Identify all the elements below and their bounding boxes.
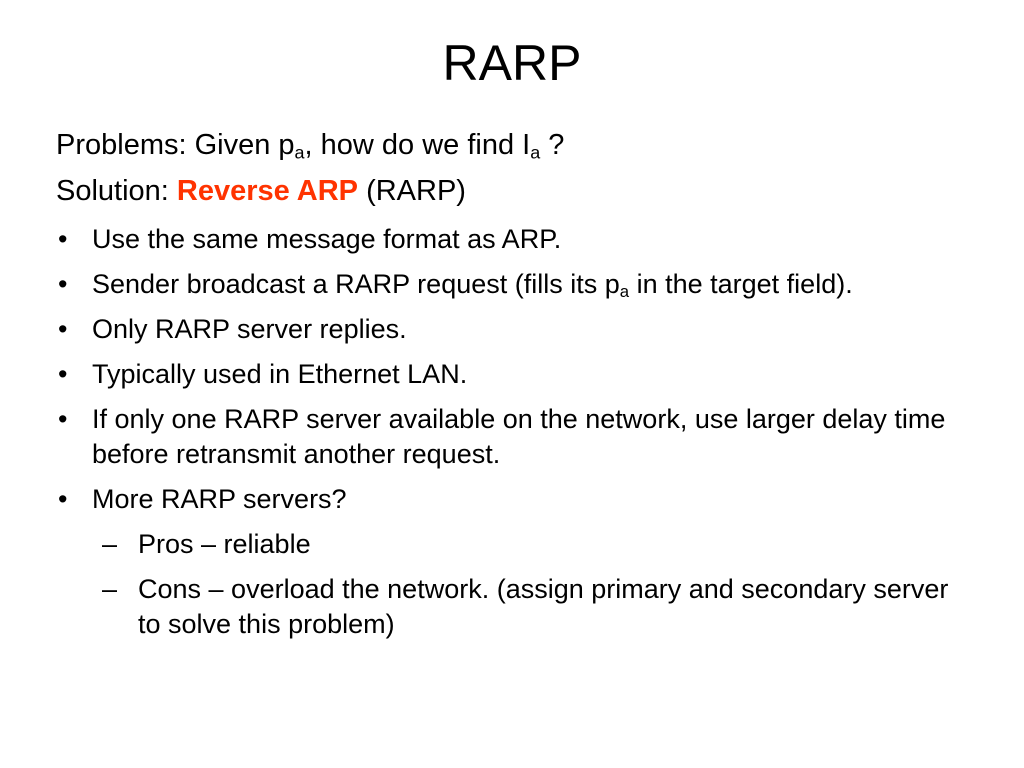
bullet-text: Use the same message format as ARP. bbox=[92, 224, 562, 254]
bullet-item: • Only RARP server replies. bbox=[56, 312, 976, 347]
bullet-marker: • bbox=[58, 359, 68, 389]
problems-suffix: ? bbox=[540, 129, 565, 161]
solution-prefix: Solution: bbox=[56, 175, 177, 207]
bullet-item: • Typically used in Ethernet LAN. bbox=[56, 357, 976, 392]
bullet-list: • Use the same message format as ARP. • Se… bbox=[56, 222, 976, 642]
solution-line: Solution: Reverse ARP (RARP) bbox=[56, 168, 976, 214]
solution-suffix: (RARP) bbox=[358, 175, 466, 207]
bullet-marker: • bbox=[58, 484, 68, 514]
problems-prefix: Problems: Given p bbox=[56, 129, 295, 161]
sub-bullet-item: –Cons – overload the network. (assign pr… bbox=[92, 572, 976, 642]
sub-bullet-marker: – bbox=[102, 529, 118, 559]
bullet-item: • Sender broadcast a RARP request (fills … bbox=[56, 267, 976, 302]
bullet-subscript: a bbox=[619, 282, 630, 302]
bullet-text: If only one RARP server available on the… bbox=[92, 404, 946, 469]
sub-bullet-list: –Pros – reliable –Cons – overload the ne… bbox=[92, 527, 976, 642]
bullet-item: • If only one RARP server available on th… bbox=[56, 402, 976, 472]
bullet-text: More RARP servers? bbox=[92, 484, 347, 514]
sub-bullet-marker: – bbox=[102, 574, 118, 604]
problems-middle: , how do we find I bbox=[304, 129, 531, 161]
bullet-marker: • bbox=[58, 224, 68, 254]
bullet-text: Only RARP server replies. bbox=[92, 314, 407, 344]
bullet-item: • Use the same message format as ARP. bbox=[56, 222, 976, 257]
sub-bullet-text: Cons – overload the network. (assign pri… bbox=[138, 574, 949, 639]
problems-subscript-pa: a bbox=[294, 142, 305, 163]
bullet-text-pre: Sender broadcast a RARP request (fills i… bbox=[92, 269, 620, 299]
problems-line: Problems: Given pa, how do we find Ia ? bbox=[56, 122, 976, 168]
bullet-text-post: in the target field). bbox=[629, 269, 853, 299]
bullet-text: Typically used in Ethernet LAN. bbox=[92, 359, 468, 389]
slide-body: Problems: Given pa, how do we find Ia ? … bbox=[56, 122, 976, 652]
problems-subscript-ia: a bbox=[530, 142, 541, 163]
slide-title: RARP bbox=[442, 35, 582, 91]
solution-highlight: Reverse ARP bbox=[176, 175, 359, 207]
bullet-item: • More RARP servers? –Pros – reliable –Co… bbox=[56, 482, 976, 642]
bullet-marker: • bbox=[58, 269, 68, 299]
bullet-marker: • bbox=[58, 314, 68, 344]
sub-bullet-item: –Pros – reliable bbox=[92, 527, 976, 562]
bullet-marker: • bbox=[58, 404, 68, 434]
sub-bullet-text: Pros – reliable bbox=[138, 529, 311, 559]
